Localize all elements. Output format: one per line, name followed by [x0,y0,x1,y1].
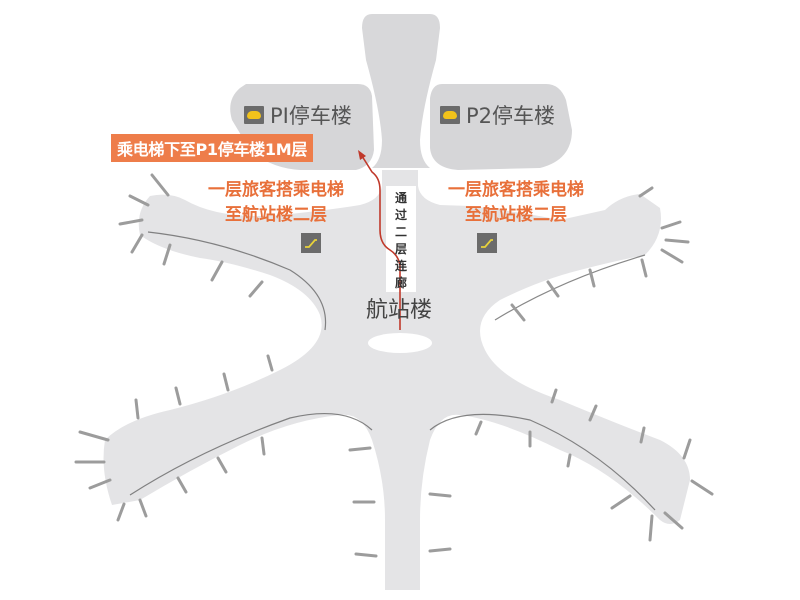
terminal-atrium [368,333,432,353]
terminal-label: 航站楼 [366,298,433,323]
terminal-building [103,170,690,590]
escalator-icon [301,233,321,253]
right-note-line2: 至航站楼二层 [465,205,567,225]
north-pier [362,14,440,168]
left-elevator-note: 一层旅客搭乘电梯 至航站楼二层 [208,178,344,228]
car-icon [244,106,264,124]
p2-parking-label: P2停车楼 [440,100,555,130]
second-floor-corridor [386,186,416,292]
corridor-label: 通过二层连廊 [394,191,407,290]
left-note-line2: 至航站楼二层 [225,205,327,225]
p2-parking-name: P2停车楼 [466,104,556,128]
right-elevator-note: 一层旅客搭乘电梯 至航站楼二层 [448,178,584,228]
route-line [361,155,401,330]
route-arrowhead [358,150,366,160]
route-callout: 乘电梯下至P1停车楼1M层 [111,134,314,162]
p1-parking-name: PI停车楼 [270,104,352,128]
escalator-icon [477,233,497,253]
right-note-line1: 一层旅客搭乘电梯 [448,180,584,200]
p1-parking-label: PI停车楼 [244,100,352,130]
left-note-line1: 一层旅客搭乘电梯 [208,180,344,200]
gate-bridges [74,173,714,558]
p2-parking-building [430,84,572,170]
car-icon [440,106,460,124]
